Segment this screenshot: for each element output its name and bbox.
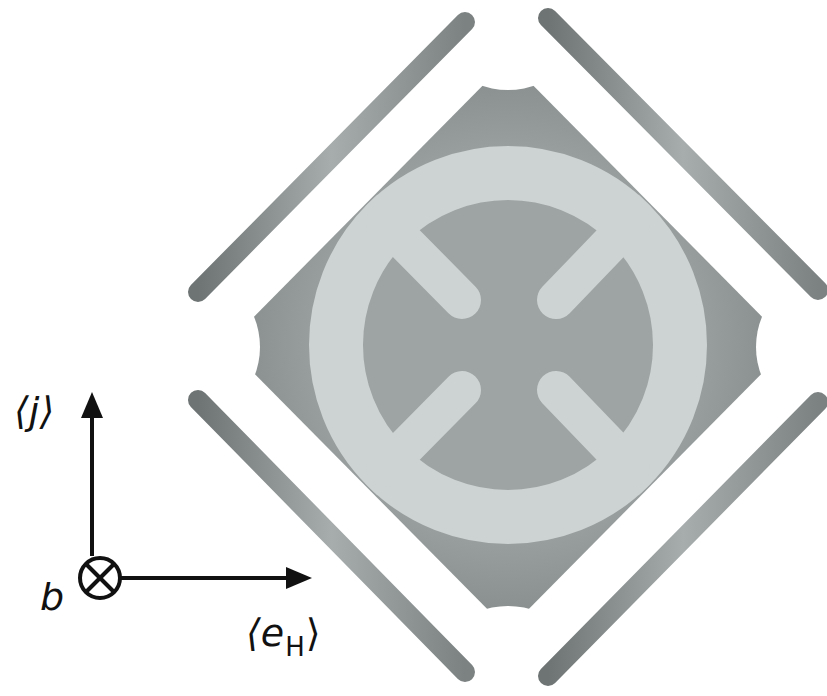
axis-subscript: H xyxy=(285,634,305,660)
axis-label: ⟨e xyxy=(246,614,284,652)
axis-label: ⟩ xyxy=(306,614,321,652)
axis-label: ⟨j⟩ xyxy=(14,392,54,430)
axis-label: b xyxy=(40,578,64,616)
